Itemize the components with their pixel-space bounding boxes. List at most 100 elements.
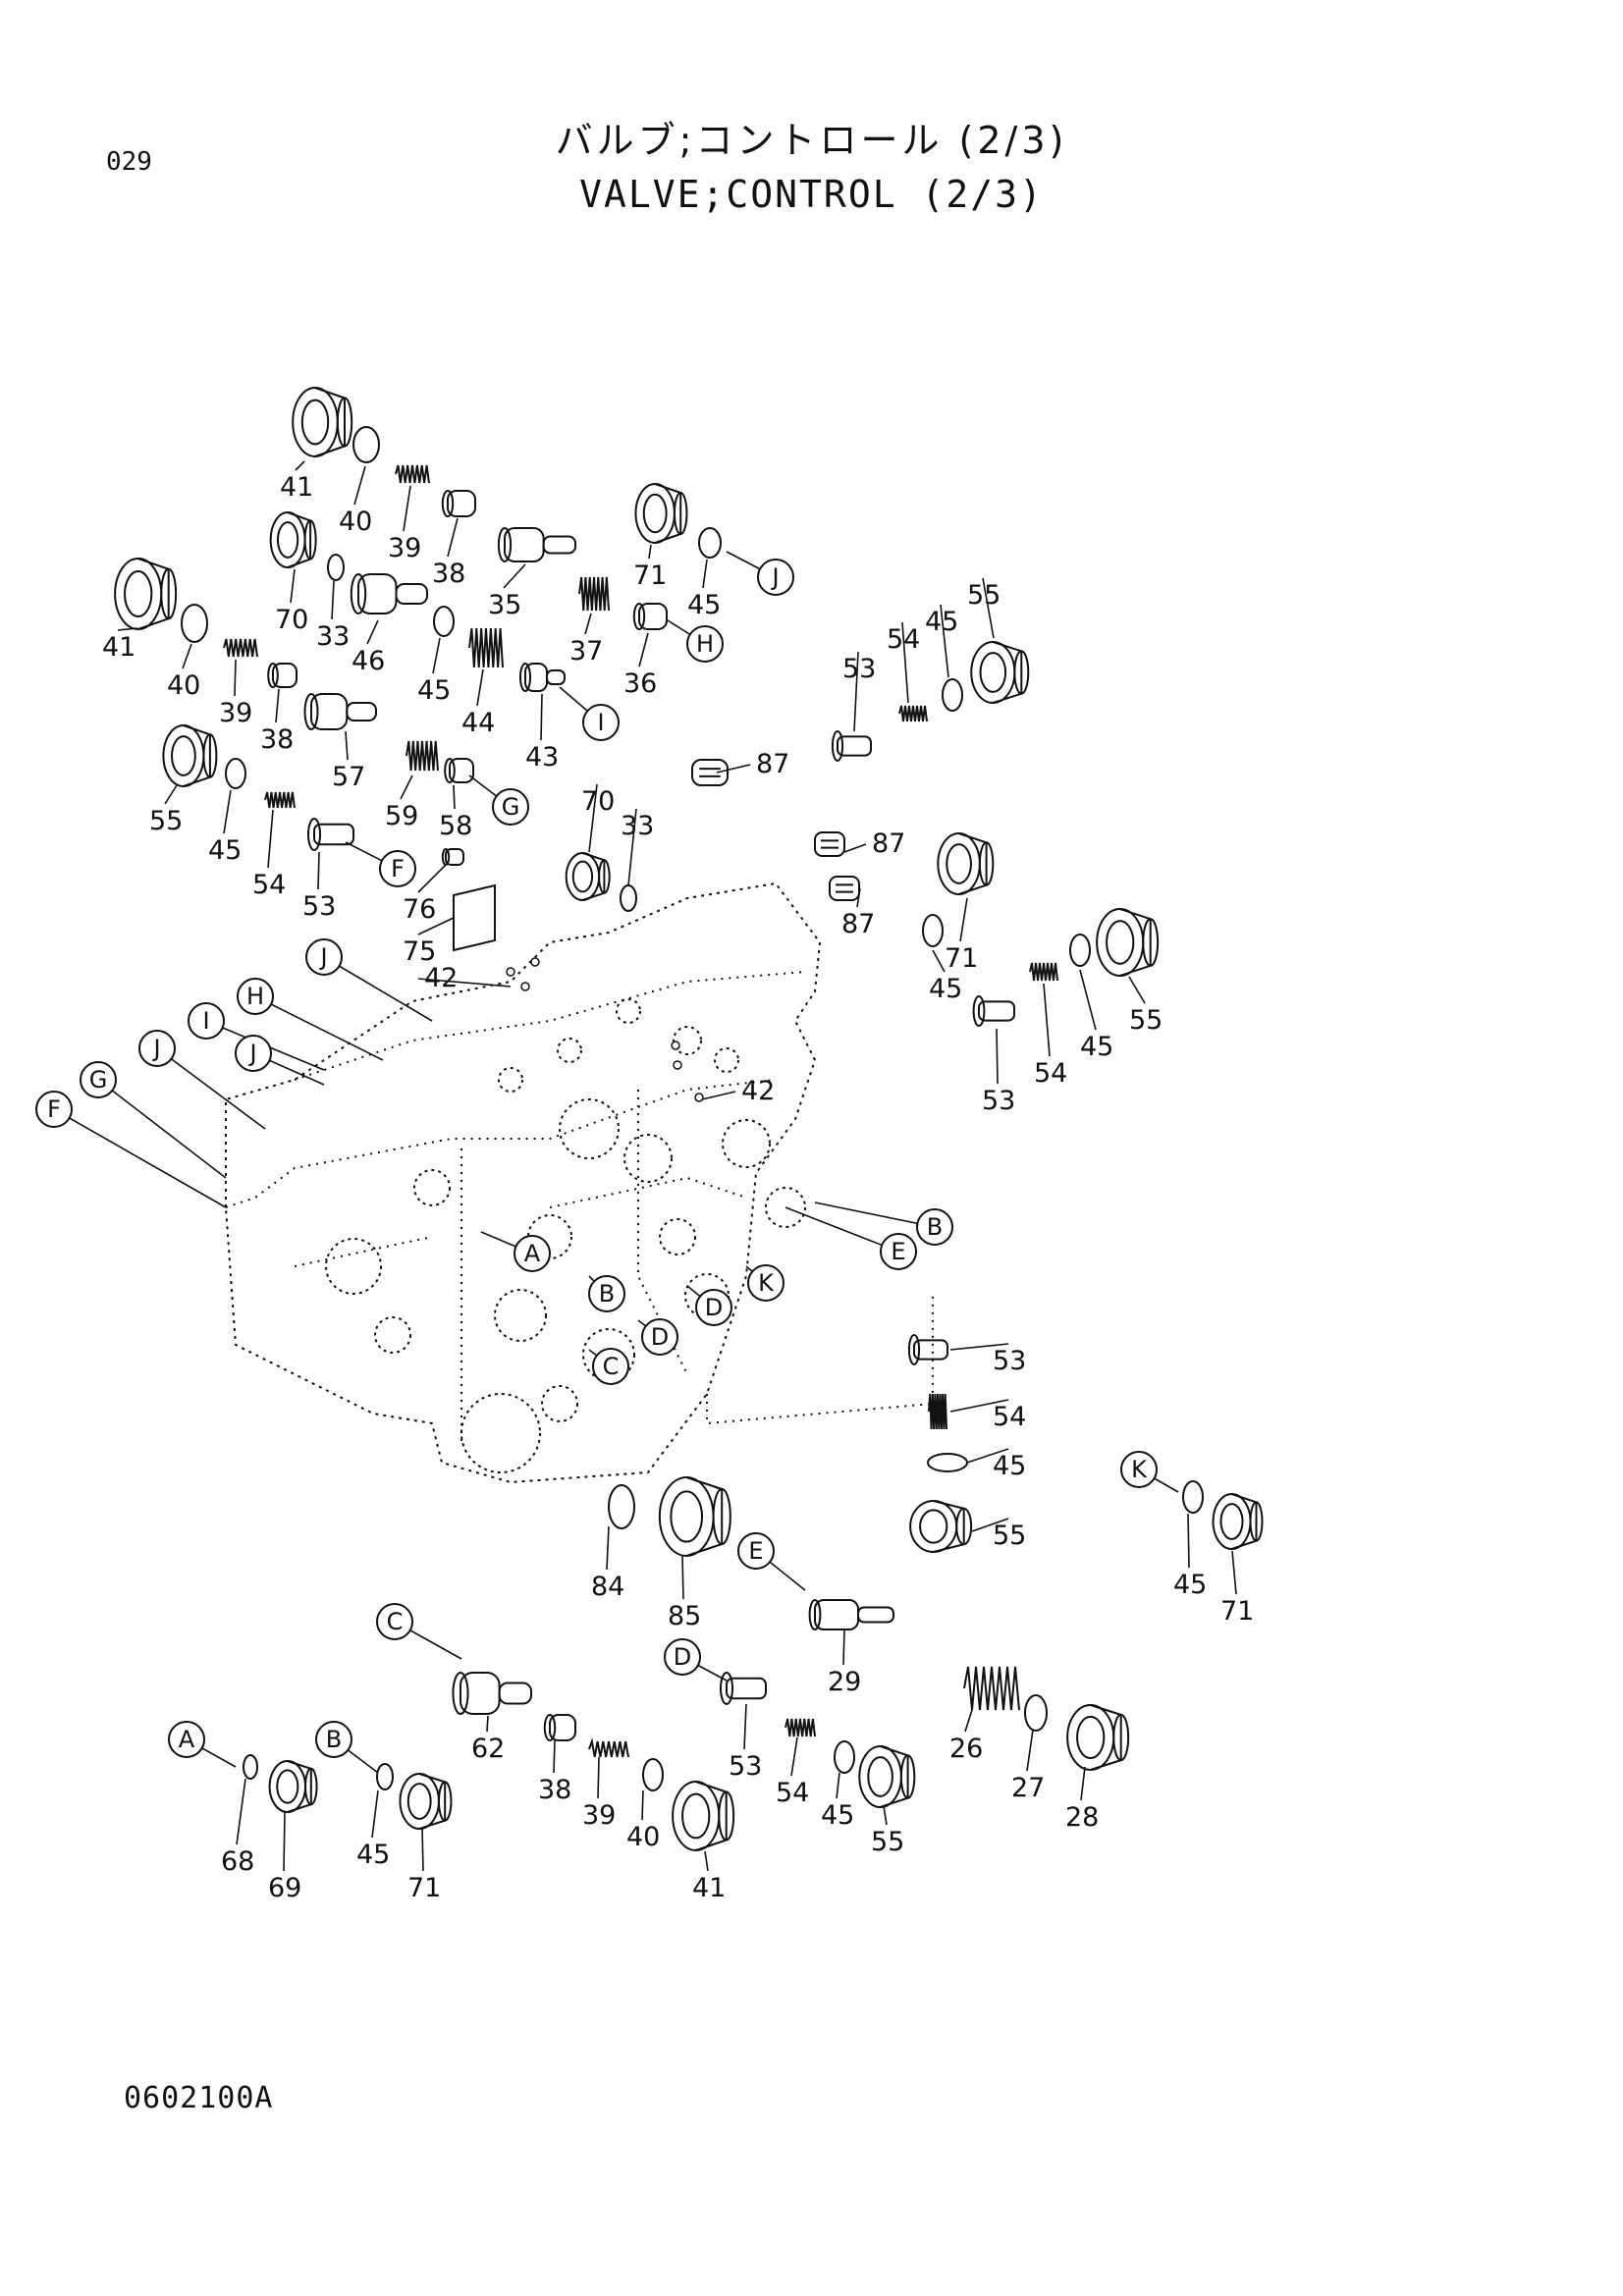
housing-port xyxy=(722,1119,771,1168)
sleeve-38-left xyxy=(267,663,298,688)
callout-circle xyxy=(80,1061,117,1098)
callout-circle xyxy=(492,788,529,826)
spring-54-bottom xyxy=(784,1718,816,1737)
part-number-label: 69 xyxy=(268,1873,301,1903)
o-ring-45-top xyxy=(942,678,963,712)
spring-54-lower xyxy=(928,1393,947,1430)
callout-circle xyxy=(686,625,724,663)
o-ring-40-top xyxy=(352,426,380,463)
poppet-53-bottom xyxy=(720,1672,767,1705)
o-ring-40-lower xyxy=(642,1758,664,1791)
callout-letter: A xyxy=(179,1726,195,1753)
page-number: 029 xyxy=(106,147,152,177)
plug-76 xyxy=(441,848,464,866)
callout-circle xyxy=(641,1318,678,1356)
leader-line xyxy=(295,460,305,471)
o-ring-27 xyxy=(1024,1694,1048,1732)
part-number-label: 40 xyxy=(626,1822,660,1852)
leader-line xyxy=(971,1518,1009,1532)
housing-port xyxy=(374,1316,411,1354)
callout-letter: D xyxy=(705,1294,723,1321)
leader-line xyxy=(345,730,349,761)
housing-port xyxy=(684,1273,730,1318)
leader-line xyxy=(843,843,867,853)
callout-circle xyxy=(376,1603,413,1640)
valve-housing-outline xyxy=(225,881,822,1484)
leader-line xyxy=(704,1850,709,1872)
part-number-label: 53 xyxy=(982,1086,1015,1116)
poppet-43 xyxy=(518,663,566,692)
plug-87-c xyxy=(829,876,860,901)
housing-port xyxy=(765,1187,806,1228)
plug-71-top xyxy=(634,483,688,544)
callout-circle xyxy=(695,1289,732,1326)
callout-circle xyxy=(237,978,274,1015)
callout-letter: C xyxy=(387,1608,404,1635)
leader-line xyxy=(597,1756,600,1799)
plug-41-left xyxy=(114,558,178,630)
part-number-label: 33 xyxy=(621,811,654,841)
connector-dot xyxy=(671,1041,680,1050)
callout-letter: J xyxy=(151,1035,160,1062)
plug-55-left xyxy=(162,724,218,787)
part-number-label: 75 xyxy=(403,936,436,967)
part-number-label: 45 xyxy=(929,974,962,1004)
part-number-label: 41 xyxy=(280,472,313,503)
leader-line xyxy=(982,577,995,639)
part-number-label: 45 xyxy=(687,590,721,620)
housing-port xyxy=(616,998,641,1024)
leader-line xyxy=(236,1778,246,1845)
leader-line xyxy=(417,917,455,935)
spring-54-top xyxy=(898,705,928,722)
part-number-label: 68 xyxy=(221,1846,254,1877)
leader-line xyxy=(267,809,274,869)
callout-letter: C xyxy=(603,1353,620,1380)
connector-dot xyxy=(506,967,515,977)
callout-circle xyxy=(916,1208,953,1246)
housing-port xyxy=(557,1038,582,1063)
o-ring-45-b xyxy=(376,1763,394,1790)
part-number-label: 29 xyxy=(828,1667,861,1697)
part-number-label: 71 xyxy=(1220,1596,1254,1627)
sleeve-58 xyxy=(444,758,474,783)
callout-letter: G xyxy=(89,1066,108,1094)
o-ring-33-mid xyxy=(620,884,637,912)
part-number-label: 71 xyxy=(633,561,667,591)
leader-line xyxy=(432,637,441,674)
plug-69 xyxy=(268,1760,318,1813)
housing-port xyxy=(659,1218,696,1255)
part-number-label: 53 xyxy=(842,654,876,684)
callout-letter: H xyxy=(246,983,264,1010)
leader-line xyxy=(223,789,232,834)
part-number-label: 76 xyxy=(403,894,436,925)
spring-44 xyxy=(468,627,504,668)
part-number-label: 84 xyxy=(591,1572,624,1602)
plug-71-b xyxy=(399,1773,453,1830)
o-ring-68 xyxy=(243,1754,258,1780)
part-number-label: 55 xyxy=(1129,1005,1163,1036)
leader-line xyxy=(842,1629,845,1666)
leader-line xyxy=(1187,1513,1190,1569)
plug-55-lower xyxy=(909,1500,973,1553)
leader-line xyxy=(553,1739,556,1774)
connector-dot xyxy=(694,1093,704,1102)
leader-line xyxy=(182,643,192,669)
o-ring-45-j xyxy=(698,527,722,559)
plug-71-right xyxy=(937,832,995,895)
sleeve-38-top xyxy=(441,490,476,517)
leader-line xyxy=(1128,976,1146,1004)
spring-59 xyxy=(406,740,439,772)
o-ring-45-mid xyxy=(433,606,455,637)
housing-port xyxy=(460,1393,541,1473)
plug-70-mid xyxy=(565,852,611,901)
plug-71-k xyxy=(1212,1493,1264,1550)
leader-line xyxy=(836,1772,840,1799)
part-number-label: 45 xyxy=(208,835,242,866)
part-number-label: 38 xyxy=(538,1775,571,1805)
part-number-label: 70 xyxy=(581,786,615,817)
leader-line xyxy=(588,783,598,853)
part-number-label: 43 xyxy=(525,742,559,773)
callout-circle xyxy=(664,1638,701,1676)
part-number-label: 35 xyxy=(488,590,521,620)
part-number-label: 70 xyxy=(275,605,308,635)
